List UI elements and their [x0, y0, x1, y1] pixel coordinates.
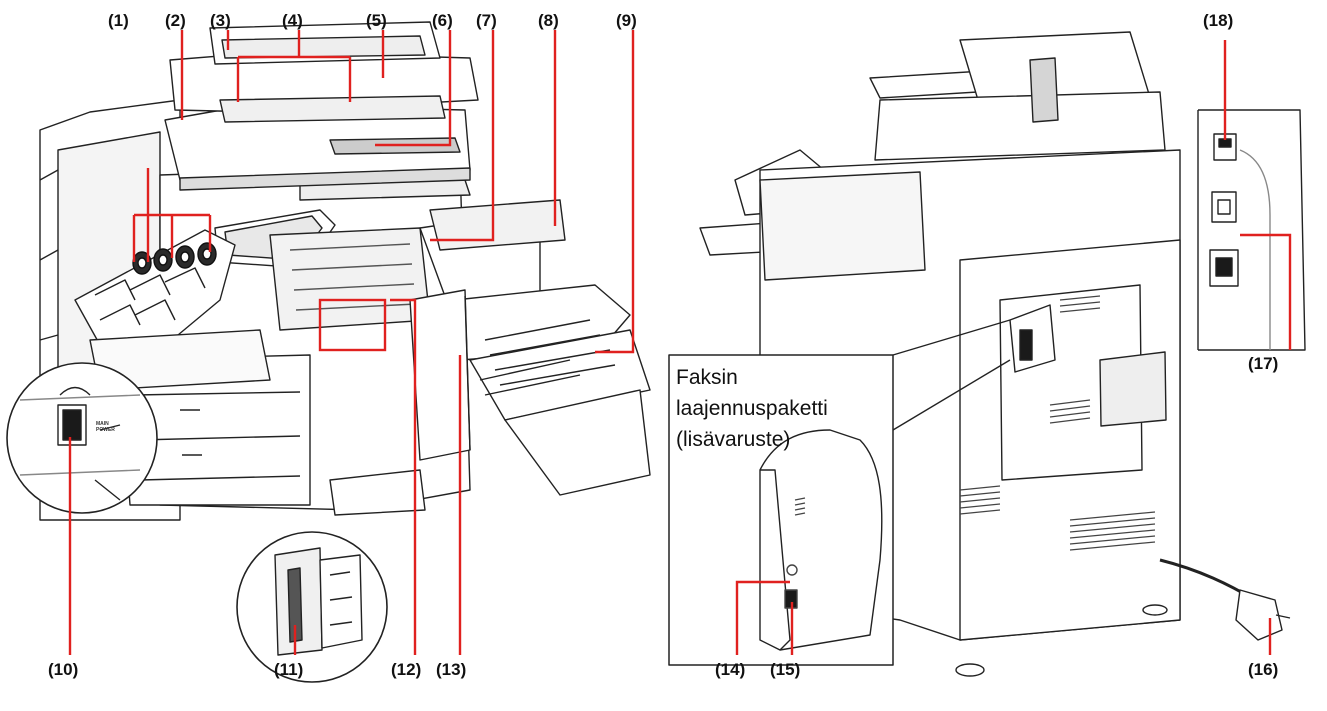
toner-collection-inset — [236, 531, 388, 683]
label-5: (5) — [366, 11, 387, 30]
label-4: (4) — [282, 11, 303, 30]
label-8: (8) — [538, 11, 559, 30]
label-10: (10) — [48, 660, 79, 679]
main-power-inset — [6, 362, 158, 514]
left-machine — [39, 21, 651, 521]
label-13: (13) — [436, 660, 467, 679]
label-11: (11) — [274, 660, 304, 679]
label-17: (17) — [1248, 354, 1279, 373]
label-7: (7) — [476, 11, 497, 30]
label-6: (6) — [432, 11, 453, 30]
main-power-text: MAIN POWER — [96, 421, 115, 433]
label-14: (14) — [715, 660, 746, 679]
label-16: (16) — [1248, 660, 1279, 679]
label-12: (12) — [391, 660, 422, 679]
port-panel — [1197, 109, 1306, 351]
fax-expansion-caption: Faksin laajennuspaketti (lisävaruste) — [676, 362, 828, 455]
label-15: (15) — [770, 660, 801, 679]
right-machine — [668, 31, 1306, 677]
caption-line-2: laajennuspaketti — [676, 397, 828, 420]
label-18: (18) — [1203, 11, 1234, 30]
main-text: MAIN — [96, 421, 109, 427]
label-9: (9) — [616, 11, 637, 30]
caption-line-3: (lisävaruste) — [676, 428, 791, 451]
label-3: (3) — [210, 11, 231, 30]
fax-callout-box — [668, 319, 1011, 666]
label-2: (2) — [165, 11, 186, 30]
power-text: POWER — [96, 427, 115, 433]
leader-lines — [68, 30, 1292, 655]
label-1: (1) — [108, 11, 129, 30]
caption-line-1: Faksin — [676, 366, 738, 389]
